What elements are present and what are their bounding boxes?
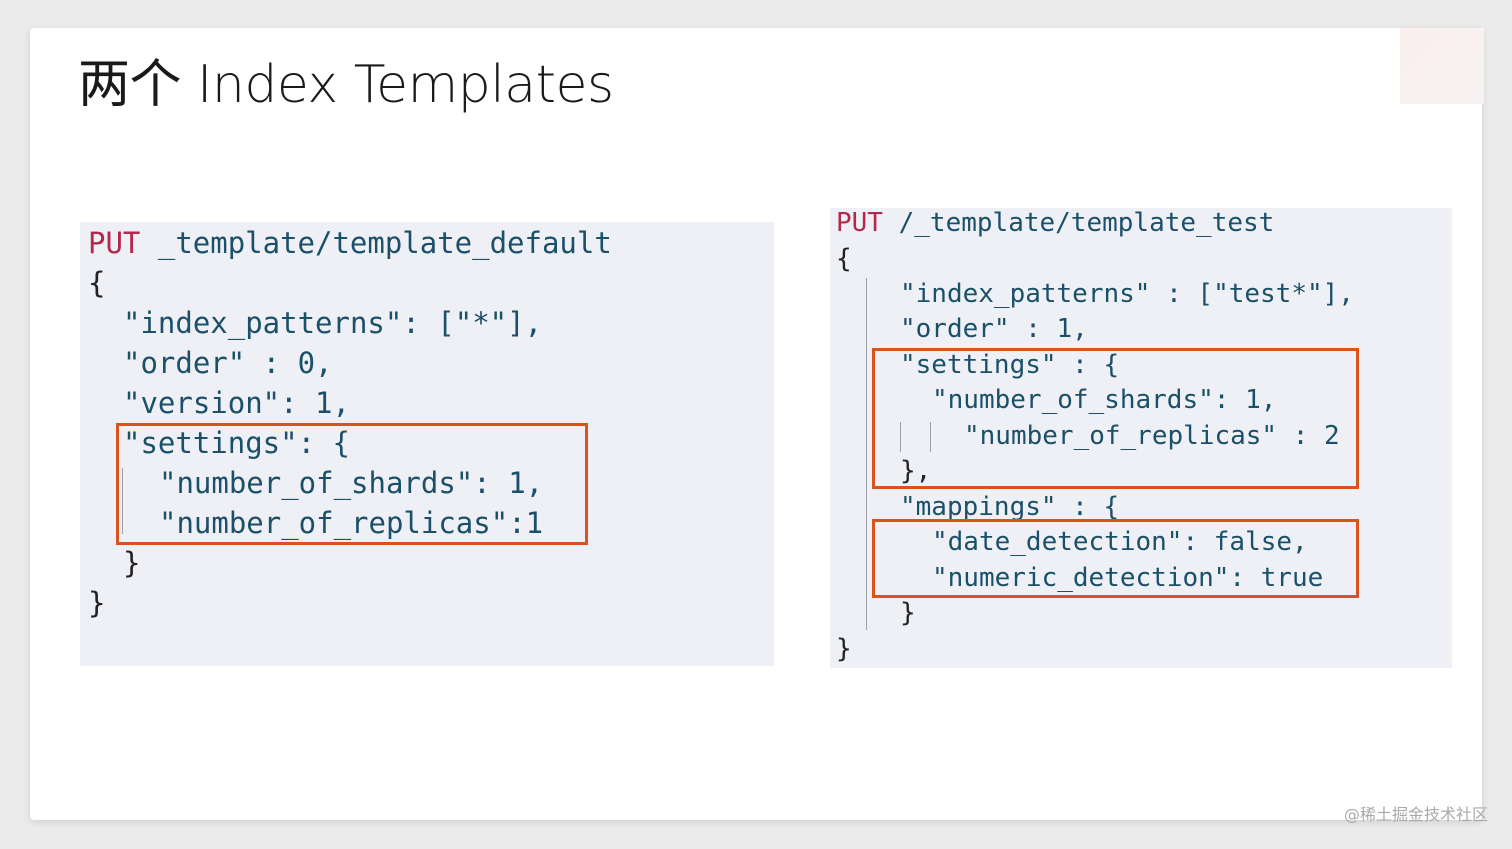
http-verb: PUT <box>836 208 883 238</box>
code-line: } <box>900 598 916 628</box>
code-line: "date_detection": false, <box>932 527 1308 557</box>
code-line: "order" : 0, <box>123 346 333 380</box>
indent-guide <box>122 468 123 534</box>
code-line: } <box>88 586 106 620</box>
code-line: }, <box>900 456 932 486</box>
http-verb: PUT <box>88 226 141 260</box>
code-line: "settings": { <box>123 426 350 460</box>
settings-highlight-box <box>116 423 588 545</box>
code-line: "settings" : { <box>900 350 1120 380</box>
request-path: _template/template_default <box>157 226 612 260</box>
watermark: @稀土掘金技术社区 <box>1343 805 1488 824</box>
code-line: "version": 1, <box>123 386 350 420</box>
code-line: "order" : 1, <box>900 314 1088 344</box>
indent-guide <box>900 422 901 452</box>
code-line: "mappings" : { <box>900 492 1120 522</box>
code-line: "index_patterns": ["*"], <box>123 306 543 340</box>
code-line: "index_patterns" : ["test*"], <box>900 279 1354 309</box>
code-line: } <box>123 546 141 580</box>
code-panel-template-default: PUT _template/template_default { "index_… <box>80 222 774 666</box>
code-line: "number_of_replicas":1 <box>159 506 544 540</box>
settings-highlight-box <box>872 348 1359 489</box>
code-line: "number_of_shards": 1, <box>932 385 1277 415</box>
code-line-request: PUT _template/template_default <box>88 226 612 260</box>
code-line: "number_of_replicas" : 2 <box>964 421 1340 451</box>
corner-decoration <box>1400 28 1484 104</box>
code-panel-template-test: PUT /_template/template_test { "index_pa… <box>830 208 1452 668</box>
code-line: } <box>836 634 852 664</box>
indent-guide <box>930 422 931 452</box>
code-line: "number_of_shards": 1, <box>159 466 544 500</box>
code-line: { <box>88 266 106 300</box>
indent-guide <box>866 278 867 630</box>
code-line: "numeric_detection": true <box>932 563 1324 593</box>
request-path: /_template/template_test <box>898 208 1275 238</box>
mappings-highlight-box <box>872 519 1359 598</box>
code-line-request: PUT /_template/template_test <box>836 208 1274 238</box>
slide-title: 两个 Index Templates <box>78 55 614 115</box>
code-line: { <box>836 244 852 274</box>
